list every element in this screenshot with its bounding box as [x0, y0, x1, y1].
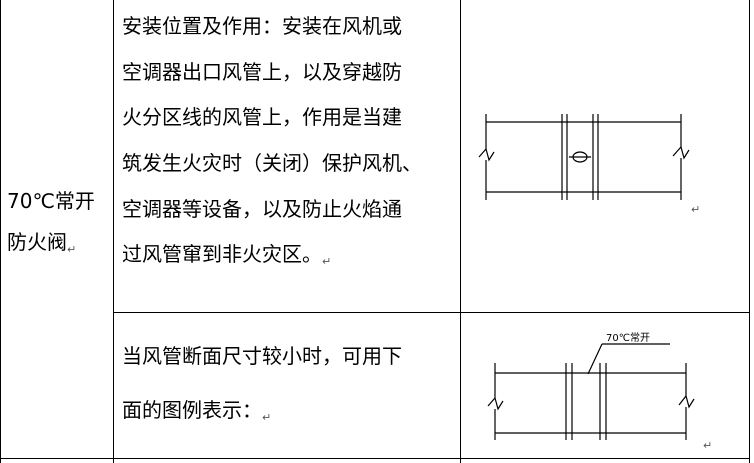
row1-line-6: 过风管窜到非火灾区。↵: [122, 234, 331, 275]
small-duct-damper-diagram: 70℃常开: [487, 331, 695, 440]
paragraph-mark: ↵: [262, 411, 272, 424]
row1-line-4: 筑发生火灾时（关闭）保护风机、: [122, 151, 422, 175]
row-label-line-2: 防火阀↵: [7, 222, 76, 263]
fire-damper-diagram: [478, 114, 690, 200]
row1-line-1: 安装位置及作用：安装在风机或: [122, 14, 402, 38]
table-border-bottom: [0, 458, 750, 459]
table-border-left: [0, 0, 1, 463]
row1-line-6-text: 过风管窜到非火灾区。: [122, 242, 322, 266]
row1-line-3: 火分区线的风管上，作用是当建: [122, 105, 402, 129]
table-divider-1: [113, 0, 114, 463]
row1-line-2: 空调器出口风管上，以及穿越防: [122, 60, 402, 84]
diagram-label: 70℃常开: [606, 331, 650, 344]
row2-line-2: 面的图例表示：↵: [122, 390, 271, 431]
table-divider-2: [460, 0, 461, 463]
table-border-right: [749, 0, 750, 463]
row2-line-2-text: 面的图例表示：: [122, 398, 262, 422]
paragraph-mark: ↵: [67, 243, 77, 256]
paragraph-mark: ↵: [703, 439, 713, 452]
row2-line-1: 当风管断面尺寸较小时，可用下: [122, 344, 402, 368]
paragraph-mark: ↵: [691, 203, 701, 216]
row-separator: [113, 312, 750, 313]
row-label-line-1: 70℃常开: [7, 189, 95, 213]
row1-line-5: 空调器等设备，以及防止火焰通: [122, 197, 402, 221]
row-label-line-2-text: 防火阀: [7, 230, 67, 254]
paragraph-mark: ↵: [322, 255, 332, 268]
